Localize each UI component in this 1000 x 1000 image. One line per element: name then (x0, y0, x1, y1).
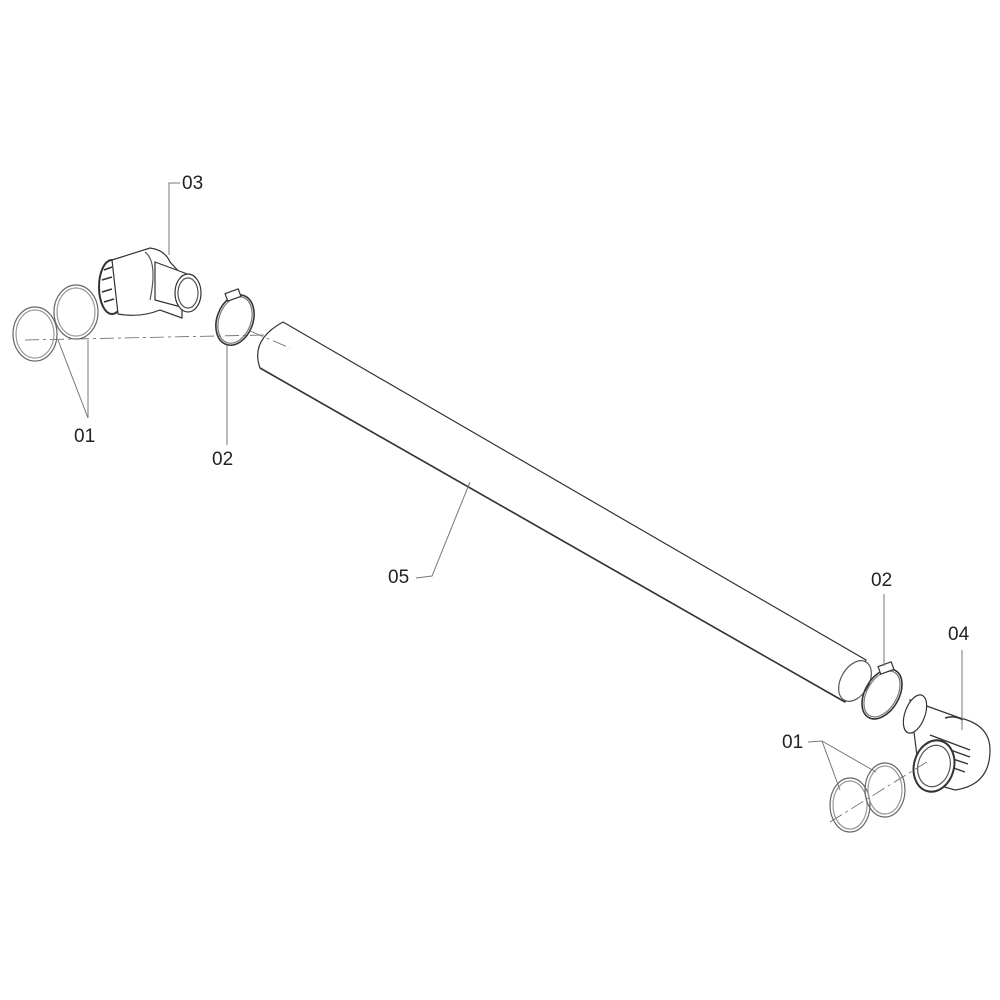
hose-clamp-left-02 (215, 288, 255, 346)
elbow-fitting-04 (902, 694, 991, 793)
o-ring-right-2 (864, 762, 906, 818)
callout-01-right: 01 (782, 732, 804, 753)
leader-03 (168, 182, 180, 255)
axis-line-pipe (249, 330, 291, 349)
pipe-05 (257, 321, 872, 703)
leader-lines (57, 182, 963, 791)
leader-05 (415, 481, 471, 579)
o-ring-right-1 (829, 777, 871, 833)
hose-clamp-right-02 (861, 661, 903, 720)
callout-04: 04 (948, 624, 970, 645)
callout-03: 03 (182, 173, 204, 194)
leader-01-right-b (821, 740, 877, 773)
callout-02-right: 02 (871, 570, 893, 591)
axis-line-right (829, 759, 931, 823)
callout-02-left: 02 (212, 449, 234, 470)
leader-01-left (57, 339, 89, 419)
callout-05: 05 (388, 567, 410, 588)
callout-01-left: 01 (74, 426, 96, 447)
axis-line-left (24, 334, 266, 341)
elbow-fitting-03 (98, 247, 202, 319)
o-ring-left-2 (53, 284, 99, 340)
o-ring-left-1 (12, 306, 58, 362)
